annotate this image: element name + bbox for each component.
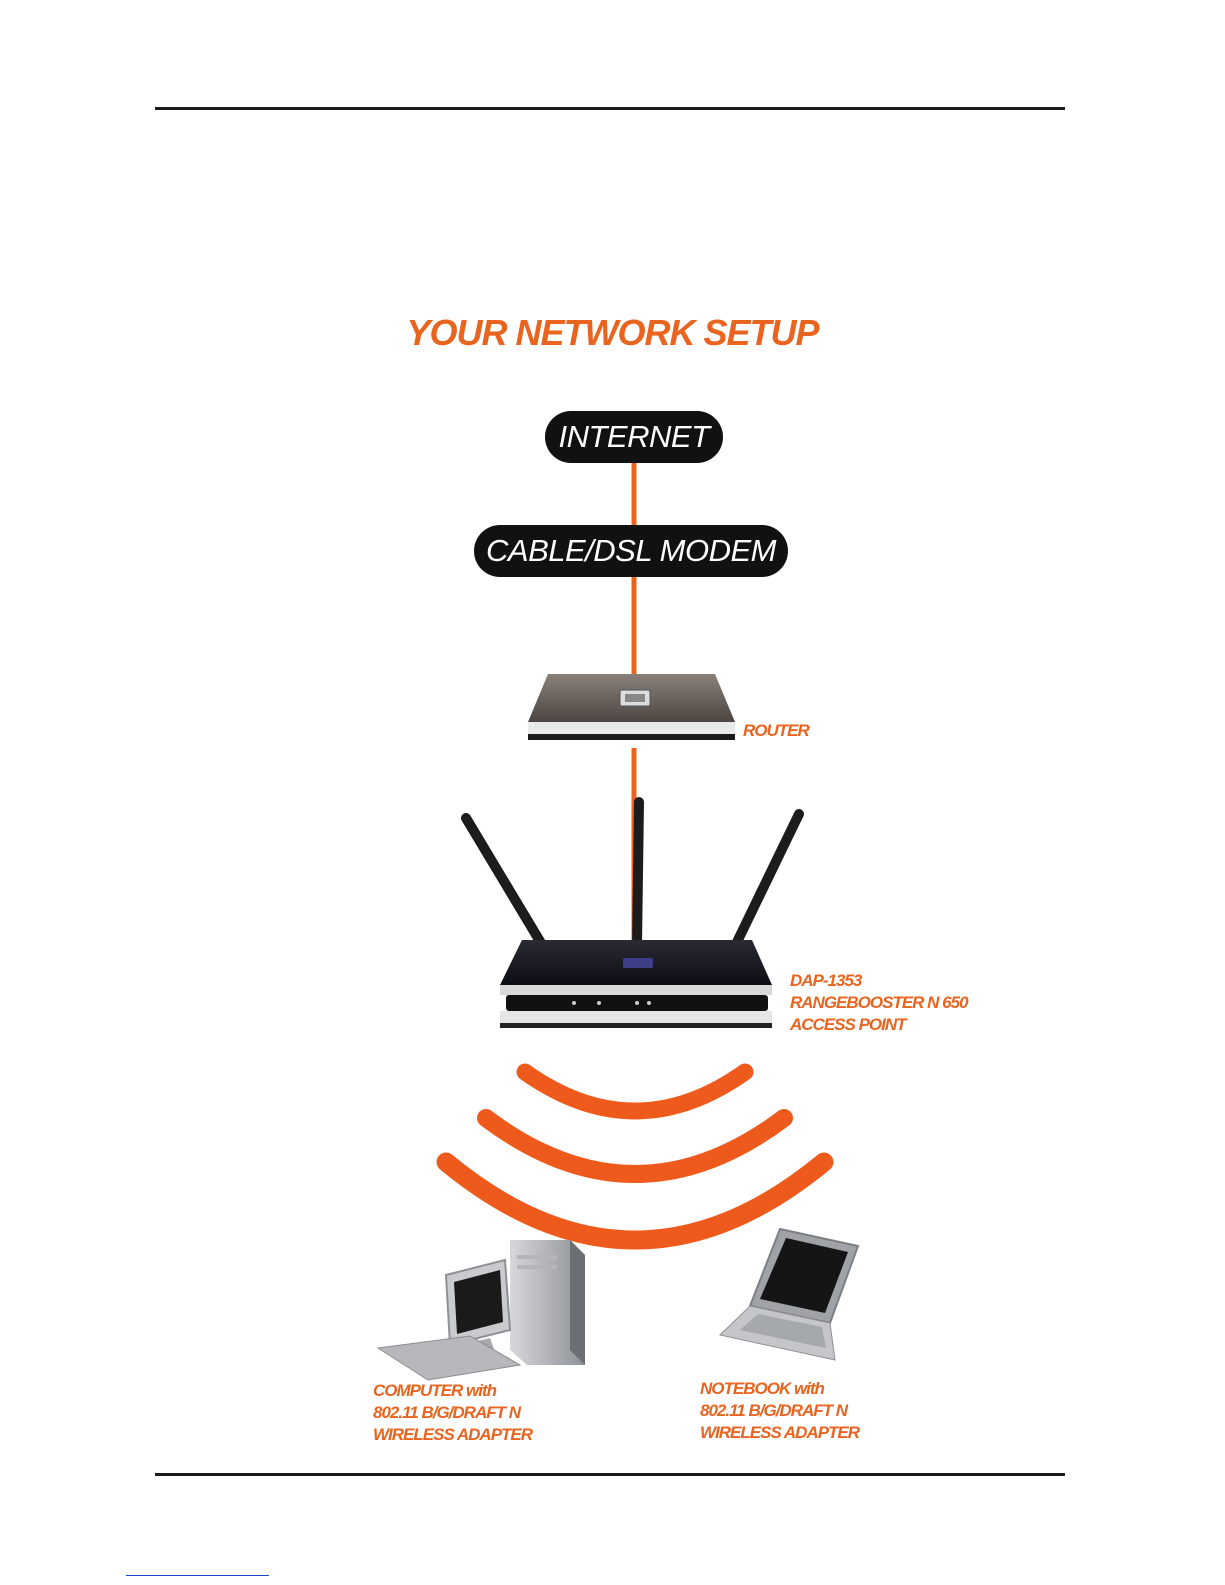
computer-label-line: WIRELESS ADAPTER: [373, 1424, 532, 1446]
wireless-signal-icon: [446, 1072, 824, 1240]
access-point-label-line: ACCESS POINT: [790, 1014, 968, 1036]
access-point-label: DAP-1353 RANGEBOOSTER N 650 ACCESS POINT: [790, 970, 968, 1036]
computer-label: COMPUTER with 802.11 B/G/DRAFT N WIRELES…: [373, 1380, 532, 1446]
access-point-label-line: RANGEBOOSTER N 650: [790, 992, 968, 1014]
internet-node: INTERNET: [545, 411, 723, 463]
router-label-text: ROUTER: [743, 720, 809, 742]
desktop-computer-icon: [378, 1240, 585, 1380]
access-point-label-line: DAP-1353: [790, 970, 968, 992]
computer-label-line: 802.11 B/G/DRAFT N: [373, 1402, 532, 1424]
notebook-icon: [720, 1229, 858, 1360]
router-label: ROUTER: [743, 720, 809, 742]
notebook-label: NOTEBOOK with 802.11 B/G/DRAFT N WIRELES…: [700, 1378, 859, 1444]
notebook-label-line: 802.11 B/G/DRAFT N: [700, 1400, 859, 1422]
router-icon: [528, 674, 735, 740]
notebook-label-line: WIRELESS ADAPTER: [700, 1422, 859, 1444]
notebook-label-line: NOTEBOOK with: [700, 1378, 859, 1400]
computer-label-line: COMPUTER with: [373, 1380, 532, 1402]
modem-node: CABLE/DSL MODEM: [474, 525, 788, 577]
